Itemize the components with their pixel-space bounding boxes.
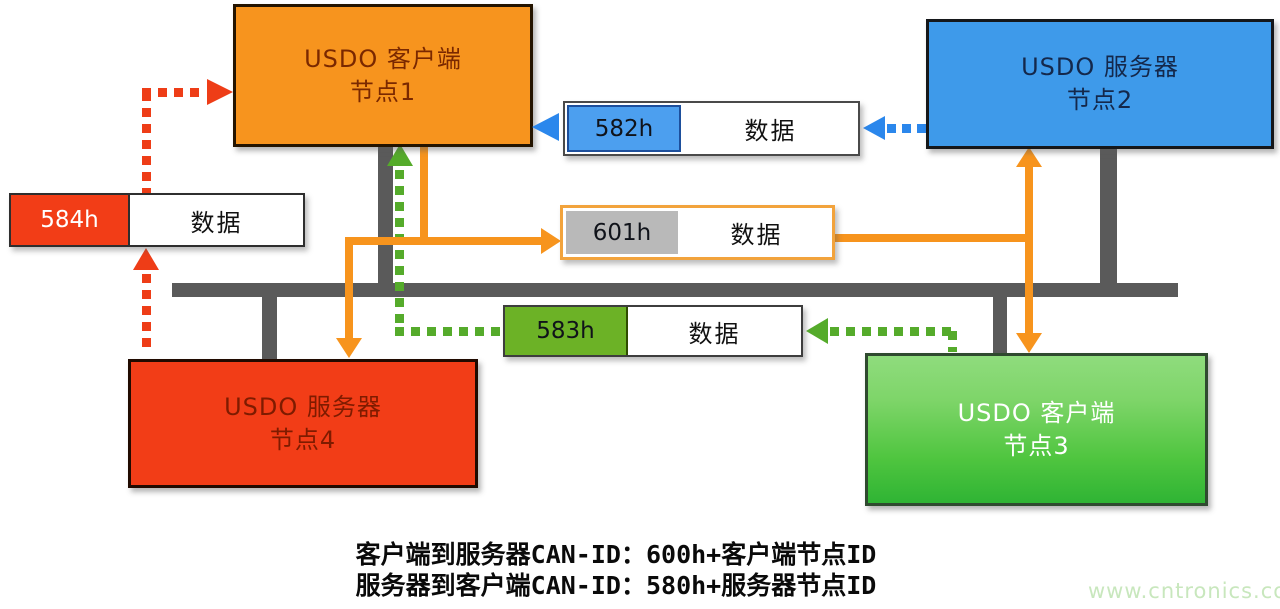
can-id-tag-584h: 584h bbox=[11, 195, 130, 245]
can-frame-582h: 582h 数据 bbox=[563, 101, 860, 156]
node3-label-line2: 节点3 bbox=[1003, 431, 1070, 460]
orange-arrow-up-node2-icon bbox=[1016, 147, 1042, 167]
node3-usdo-client-box: USDO 客户端 节点3 bbox=[865, 353, 1208, 506]
node1-label-line2: 节点1 bbox=[349, 77, 417, 106]
node4-usdo-server-box: USDO 服务器 节点4 bbox=[128, 359, 478, 488]
orange-line-node2-node3 bbox=[1025, 166, 1033, 334]
node3-label-line1: USDO 客户端 bbox=[957, 398, 1116, 427]
frame-601h-data-label: 数据 bbox=[730, 221, 783, 249]
node2-label-line1: USDO 服务器 bbox=[1021, 53, 1179, 81]
node2-label-line2: 节点2 bbox=[1066, 86, 1134, 114]
node3-bus-stem bbox=[993, 295, 1007, 353]
orange-line-from-frame601 bbox=[835, 234, 1030, 242]
can-id-tag-601h: 601h bbox=[566, 211, 678, 254]
node2-usdo-server-box: USDO 服务器 节点2 bbox=[926, 19, 1274, 149]
red-dotted-line-to-node1 bbox=[142, 88, 206, 97]
green-arrow-up-node1-icon bbox=[387, 144, 413, 166]
node4-label-line2: 节点4 bbox=[269, 425, 337, 454]
frame-584h-data-label: 数据 bbox=[190, 208, 243, 237]
legend-line-client-to-server: 客户端到服务器CAN-ID：600h+客户端节点ID bbox=[355, 540, 877, 569]
can-frame-583h: 583h 数据 bbox=[503, 305, 803, 357]
red-arrow-up-frame584-icon bbox=[133, 248, 159, 270]
orange-arrow-down-node4-icon bbox=[336, 338, 362, 358]
green-arrow-left-frame583-icon bbox=[806, 318, 828, 344]
can-frame-601h: 601h 数据 bbox=[560, 205, 835, 260]
node1-usdo-client-box: USDO 客户端 节点1 bbox=[233, 4, 533, 147]
frame-583h-data-label: 数据 bbox=[688, 319, 741, 348]
orange-arrow-right-icon bbox=[541, 228, 561, 254]
orange-arrow-down-node3-icon bbox=[1016, 333, 1042, 353]
blue-dotted-line-from-node2 bbox=[887, 124, 926, 133]
green-dotted-line-from-node3 bbox=[948, 331, 957, 352]
orange-line-to-frame601 bbox=[345, 237, 543, 245]
can-id-legend: 客户端到服务器CAN-ID：600h+客户端节点ID 服务器到客户端CAN-ID… bbox=[336, 539, 896, 601]
frame-582h-data-label: 数据 bbox=[744, 117, 797, 145]
red-dotted-line-node4-to-frame584 bbox=[142, 274, 151, 352]
orange-line-from-node1 bbox=[420, 146, 428, 245]
can-id-tag-582h: 582h bbox=[567, 105, 681, 152]
node4-bus-stem bbox=[262, 295, 277, 359]
can-frame-584h: 584h 数据 bbox=[9, 193, 305, 247]
orange-line-to-node4 bbox=[345, 237, 353, 338]
can-id-tag-583h: 583h bbox=[505, 307, 628, 355]
blue-arrow-left-node1-icon bbox=[532, 113, 559, 141]
green-dotted-line-right-of-frame583 bbox=[830, 327, 953, 336]
node4-label-line1: USDO 服务器 bbox=[224, 392, 382, 421]
can-bus-line bbox=[172, 283, 1178, 297]
node2-bus-stem bbox=[1100, 146, 1117, 285]
green-dotted-line-left-of-frame583 bbox=[395, 327, 501, 336]
red-dotted-line-frame584-up bbox=[142, 92, 151, 193]
red-arrow-right-node1-icon bbox=[207, 79, 233, 105]
node1-bus-stem bbox=[378, 144, 393, 285]
legend-line-server-to-client: 服务器到客户端CAN-ID：580h+服务器节点ID bbox=[355, 571, 877, 600]
watermark-text: www.cntronics.com bbox=[1088, 579, 1280, 603]
node1-label-line1: USDO 客户端 bbox=[304, 44, 462, 73]
blue-arrow-left-frame582-icon bbox=[863, 116, 885, 140]
green-dotted-line-up-to-node1 bbox=[395, 170, 404, 336]
